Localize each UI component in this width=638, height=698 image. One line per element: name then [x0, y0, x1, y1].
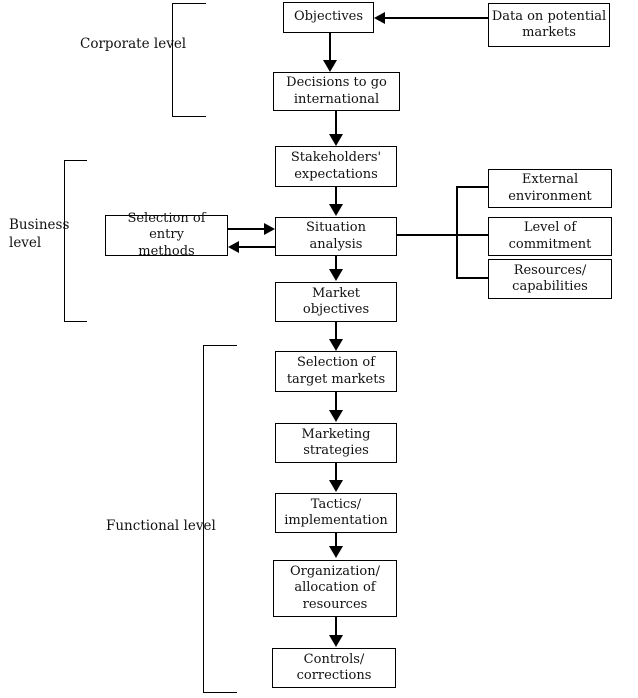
arrowhead-down-icon [329, 134, 343, 146]
arrow-line [228, 228, 265, 230]
node-objectives: Objectives [283, 2, 374, 33]
arrowhead-down-icon [329, 635, 343, 647]
arrowhead-down-icon [329, 269, 343, 281]
arrowhead-down-icon [329, 480, 343, 492]
node-resources-capabilities: Resources/ capabilities [488, 259, 612, 299]
arrow-line [335, 533, 337, 547]
connector-line [457, 186, 489, 188]
node-external-environment: External environment [488, 169, 612, 208]
arrowhead-right-icon [264, 223, 275, 235]
arrowhead-down-icon [329, 339, 343, 351]
node-selection-of-target-markets: Selection of target markets [275, 351, 397, 392]
bracket-business-level [64, 160, 87, 322]
arrow-line [335, 322, 337, 340]
arrowhead-down-icon [329, 410, 343, 422]
node-level-of-commitment: Level of commitment [488, 217, 612, 256]
arrowhead-down-icon [323, 60, 337, 72]
node-organization-allocation-of-resources: Organization/ allocation of resources [273, 560, 397, 617]
bracket-corporate-level [172, 3, 206, 117]
node-decisions-to-go-international: Decisions to go international [273, 72, 400, 111]
node-situation-analysis: Situation analysis [275, 217, 397, 256]
arrow-line [335, 256, 337, 270]
connector-line [397, 234, 488, 236]
arrow-line [335, 617, 337, 636]
arrow-line [329, 33, 331, 61]
arrow-line [385, 17, 488, 19]
node-market-objectives: Market objectives [275, 282, 397, 322]
label-business-level: Business level [9, 217, 70, 251]
arrow-line [335, 187, 337, 205]
node-marketing-strategies: Marketing strategies [275, 423, 397, 463]
node-controls-corrections: Controls/ corrections [272, 648, 396, 688]
arrow-line [335, 111, 337, 135]
connector-line [457, 277, 489, 279]
node-stakeholders-expectations: Stakeholders' expectations [275, 146, 397, 187]
label-corporate-level: Corporate level [80, 36, 187, 52]
arrowhead-left-icon [228, 241, 239, 253]
arrowhead-down-icon [329, 546, 343, 558]
connector-line [456, 186, 458, 279]
arrow-line [335, 392, 337, 411]
node-tactics-implementation: Tactics/ implementation [275, 493, 397, 533]
node-selection-of-entry-methods: Selection of entry methods [105, 211, 228, 259]
node-data-on-potential-markets: Data on potential markets [488, 3, 610, 47]
bracket-functional-level [203, 345, 237, 693]
label-functional-level: Functional level [106, 518, 216, 534]
arrowhead-down-icon [329, 204, 343, 216]
arrow-line [239, 246, 275, 248]
arrow-line [335, 463, 337, 481]
arrowhead-left-icon [374, 12, 385, 24]
